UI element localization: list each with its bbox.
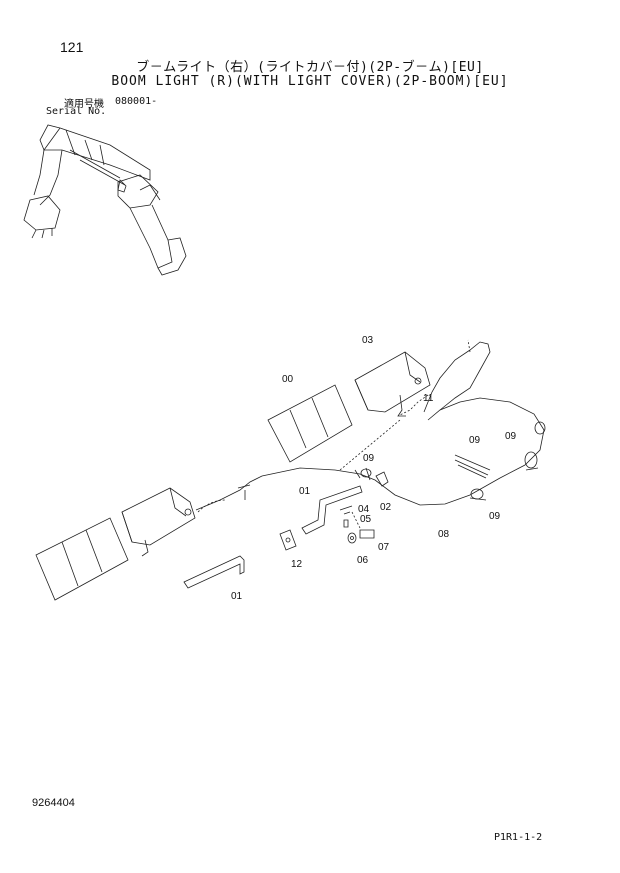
callout-03: 03	[362, 335, 374, 346]
callout-01-lower: 01	[231, 591, 243, 602]
light-cover-upper	[267, 384, 353, 463]
callout-09-b: 09	[469, 435, 481, 446]
callout-08: 08	[438, 529, 450, 540]
callout-12: 12	[291, 559, 303, 570]
page-code: P1R1-1-2	[494, 832, 543, 843]
serial-label-english: Serial No.	[46, 106, 107, 117]
light-cover-lower	[35, 517, 129, 601]
callout-09-d: 09	[489, 511, 501, 522]
title-english: BOOM LIGHT (R)(WITH LIGHT COVER)(2P-BOOM…	[111, 74, 509, 89]
callout-01-upper: 01	[299, 486, 311, 497]
light-housing-lower	[121, 487, 196, 557]
serial-value: 080001-	[115, 96, 158, 107]
callout-00: 00	[282, 374, 294, 385]
callout-04: 04	[358, 504, 370, 515]
callout-05: 05	[360, 514, 372, 525]
excavator-thumbnail	[23, 124, 187, 276]
callout-11: 11	[423, 393, 434, 404]
callout-09-a: 09	[363, 453, 375, 464]
title-japanese: ブ－ムライト（右）(ライトカバ－付)(2P-ブ－ム)[EU]	[136, 60, 484, 75]
callout-02: 02	[380, 502, 392, 513]
serial-label-japanese: 適用号機	[64, 99, 104, 110]
callout-09-c: 09	[505, 431, 517, 442]
light-housing-upper	[354, 351, 431, 417]
callout-07: 07	[378, 542, 390, 553]
callout-06: 06	[357, 555, 369, 566]
page-number: 121	[60, 39, 84, 55]
document-number: 9264404	[32, 797, 75, 809]
